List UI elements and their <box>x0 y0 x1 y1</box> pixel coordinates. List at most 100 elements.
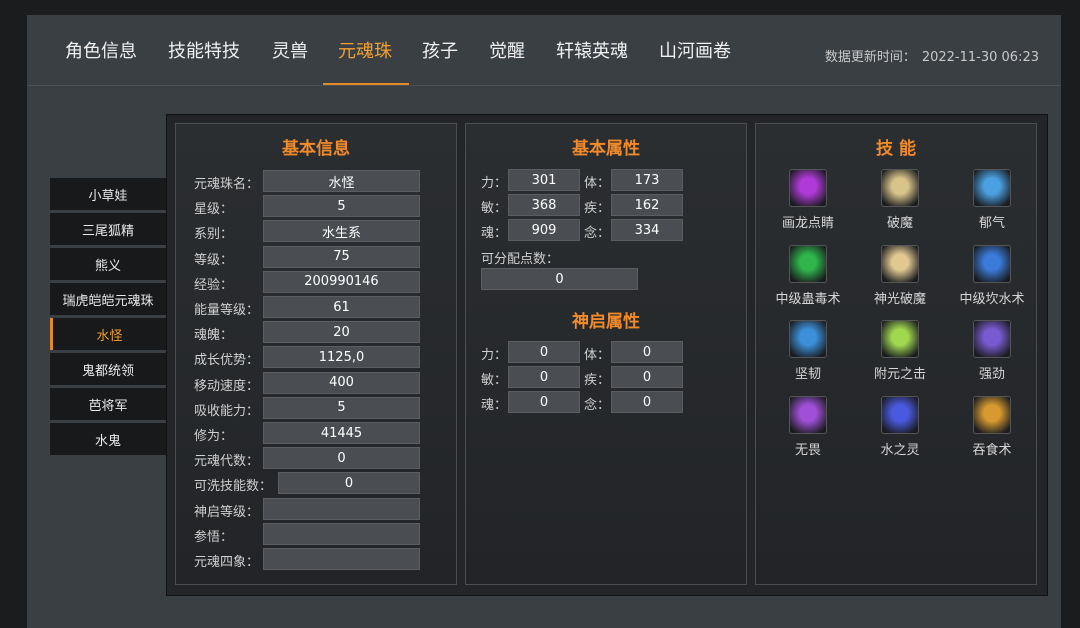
basic_attrs-value: 909 <box>508 219 580 241</box>
info-value: 5 <box>263 396 420 419</box>
divine_attrs-label: 体： <box>584 348 611 363</box>
info-value: 0 <box>263 447 420 470</box>
divine_attrs-label: 念： <box>584 398 611 413</box>
blue-vortex-icon <box>881 395 919 434</box>
basic-info-title: 基本信息 <box>282 139 350 159</box>
divine_attrs-label: 疾： <box>584 373 611 388</box>
violet-shield-icon <box>789 395 827 434</box>
blue-figure-icon <box>973 169 1011 207</box>
skill-item[interactable]: 郁气 <box>952 169 1032 231</box>
orb-item-shuiguai[interactable]: 水怪 <box>50 318 166 350</box>
info-label: 移动速度： <box>194 378 260 394</box>
purple-slash-icon <box>789 169 827 207</box>
orb-item-xiongyi[interactable]: 熊义 <box>50 248 166 280</box>
basic_attrs-label: 力： <box>481 176 508 191</box>
skill-name: 水之灵 <box>880 442 920 458</box>
tab-child[interactable]: 孩子 <box>422 41 458 62</box>
skill-item[interactable]: 吞食术 <box>952 395 1032 458</box>
orb-item-shuigui[interactable]: 水鬼 <box>50 423 166 455</box>
tab-xuanyuan-soul[interactable]: 轩辕英魂 <box>556 41 628 62</box>
info-value: 0 <box>278 472 420 495</box>
info-label: 元魂四象： <box>194 555 260 570</box>
divine_attrs-value: 0 <box>508 366 580 388</box>
orb-item-guidutongling[interactable]: 鬼都统领 <box>50 353 166 385</box>
skills-panel: 技 能 画龙点睛破魔郁气中级蛊毒术神光破魔中级坎水术坚韧附元之击强劲无畏水之灵吞… <box>755 123 1037 585</box>
purple-shield-icon <box>973 320 1011 358</box>
info-value <box>263 522 420 545</box>
orb-item-bajiangjun[interactable]: 芭将军 <box>50 388 166 420</box>
skill-item[interactable]: 画龙点睛 <box>768 169 848 231</box>
skill-item[interactable]: 神光破魔 <box>860 244 940 307</box>
basic-attrs-title: 基本属性 <box>572 139 640 159</box>
soul-orb-list: 小草娃 三尾狐精 熊义 瑞虎皑皑元魂珠 水怪 鬼都统领 芭将军 水鬼 <box>50 178 166 458</box>
orb-item-xiaocaowa[interactable]: 小草娃 <box>50 178 166 210</box>
skill-item[interactable]: 坚韧 <box>768 320 848 382</box>
tab-soul-orb[interactable]: 元魂珠 <box>338 41 392 62</box>
divine_attrs-label: 魂： <box>481 398 508 413</box>
tab-awaken[interactable]: 觉醒 <box>489 41 525 62</box>
orb-item-ruihu[interactable]: 瑞虎皑皑元魂珠 <box>50 283 166 315</box>
update-time: 数据更新时间：2022-11-30 06:23 <box>819 46 1039 65</box>
info-label: 星级： <box>194 202 234 218</box>
divine_attrs-label: 敏： <box>481 373 508 388</box>
nav-divider <box>27 85 1061 86</box>
info-label: 魂魄： <box>194 328 234 344</box>
skill-item[interactable]: 中级坎水术 <box>952 244 1032 307</box>
tab-skills[interactable]: 技能特技 <box>168 41 240 62</box>
divine_attrs-value: 0 <box>611 366 683 388</box>
tab-role-info[interactable]: 角色信息 <box>65 41 137 62</box>
golden-claw-icon <box>973 395 1011 434</box>
free-points-value: 0 <box>481 268 638 290</box>
info-label: 系别： <box>194 227 234 243</box>
basic_attrs-label: 敏： <box>481 201 508 216</box>
skill-name: 强劲 <box>978 367 1005 382</box>
tab-pets[interactable]: 灵兽 <box>272 41 308 62</box>
skill-item[interactable]: 强劲 <box>952 320 1032 382</box>
skill-item[interactable]: 水之灵 <box>860 395 940 458</box>
skill-item[interactable]: 附元之击 <box>860 320 940 382</box>
divine_attrs-value: 0 <box>611 341 683 363</box>
info-label: 经验： <box>194 277 234 293</box>
skill-item[interactable]: 破魔 <box>860 169 940 231</box>
skill-name: 破魔 <box>886 216 913 231</box>
info-value <box>263 548 420 570</box>
skill-item[interactable]: 无畏 <box>768 395 848 458</box>
info-value: 5 <box>263 195 420 218</box>
top-nav: 角色信息 技能特技 灵兽 元魂珠 孩子 觉醒 轩辕英魂 山河画卷 数据更新时间：… <box>27 15 1061 85</box>
info-label: 元魂代数： <box>194 454 260 470</box>
basic_attrs-value: 162 <box>611 194 683 216</box>
skill-name: 画龙点睛 <box>781 216 834 231</box>
basic_attrs-value: 173 <box>611 169 683 191</box>
skill-item[interactable]: 中级蛊毒术 <box>768 244 848 307</box>
info-label: 元魂珠名： <box>194 177 260 192</box>
divine_attrs-label: 力： <box>481 348 508 363</box>
basic_attrs-label: 念： <box>584 226 611 241</box>
basic_attrs-value: 368 <box>508 194 580 216</box>
update-time-value: 2022-11-30 06:23 <box>921 50 1039 65</box>
active-tab-indicator <box>323 83 409 85</box>
basic_attrs-value: 334 <box>611 219 683 241</box>
skill-name: 吞食术 <box>972 442 1012 458</box>
skill-name: 附元之击 <box>873 367 926 382</box>
basic_attrs-label: 体： <box>584 176 611 191</box>
info-value: 20 <box>263 321 420 344</box>
basic_attrs-label: 魂： <box>481 226 508 241</box>
water-comet-icon <box>973 244 1011 283</box>
info-value: 200990146 <box>263 270 420 293</box>
green-poison-icon <box>789 244 827 283</box>
divine_attrs-value: 0 <box>611 391 683 413</box>
divine_attrs-value: 0 <box>508 341 580 363</box>
tab-landscape-scroll[interactable]: 山河画卷 <box>659 41 731 62</box>
info-label: 修为： <box>194 429 234 444</box>
info-value <box>263 497 420 520</box>
info-value: 1125,0 <box>263 346 420 369</box>
skill-name: 中级蛊毒术 <box>775 291 841 307</box>
orb-item-sanweihujing[interactable]: 三尾狐精 <box>50 213 166 245</box>
golden-beast-icon <box>881 169 919 207</box>
basic_attrs-label: 疾： <box>584 201 611 216</box>
basic_attrs-value: 301 <box>508 169 580 191</box>
info-label: 神启等级： <box>194 504 260 520</box>
